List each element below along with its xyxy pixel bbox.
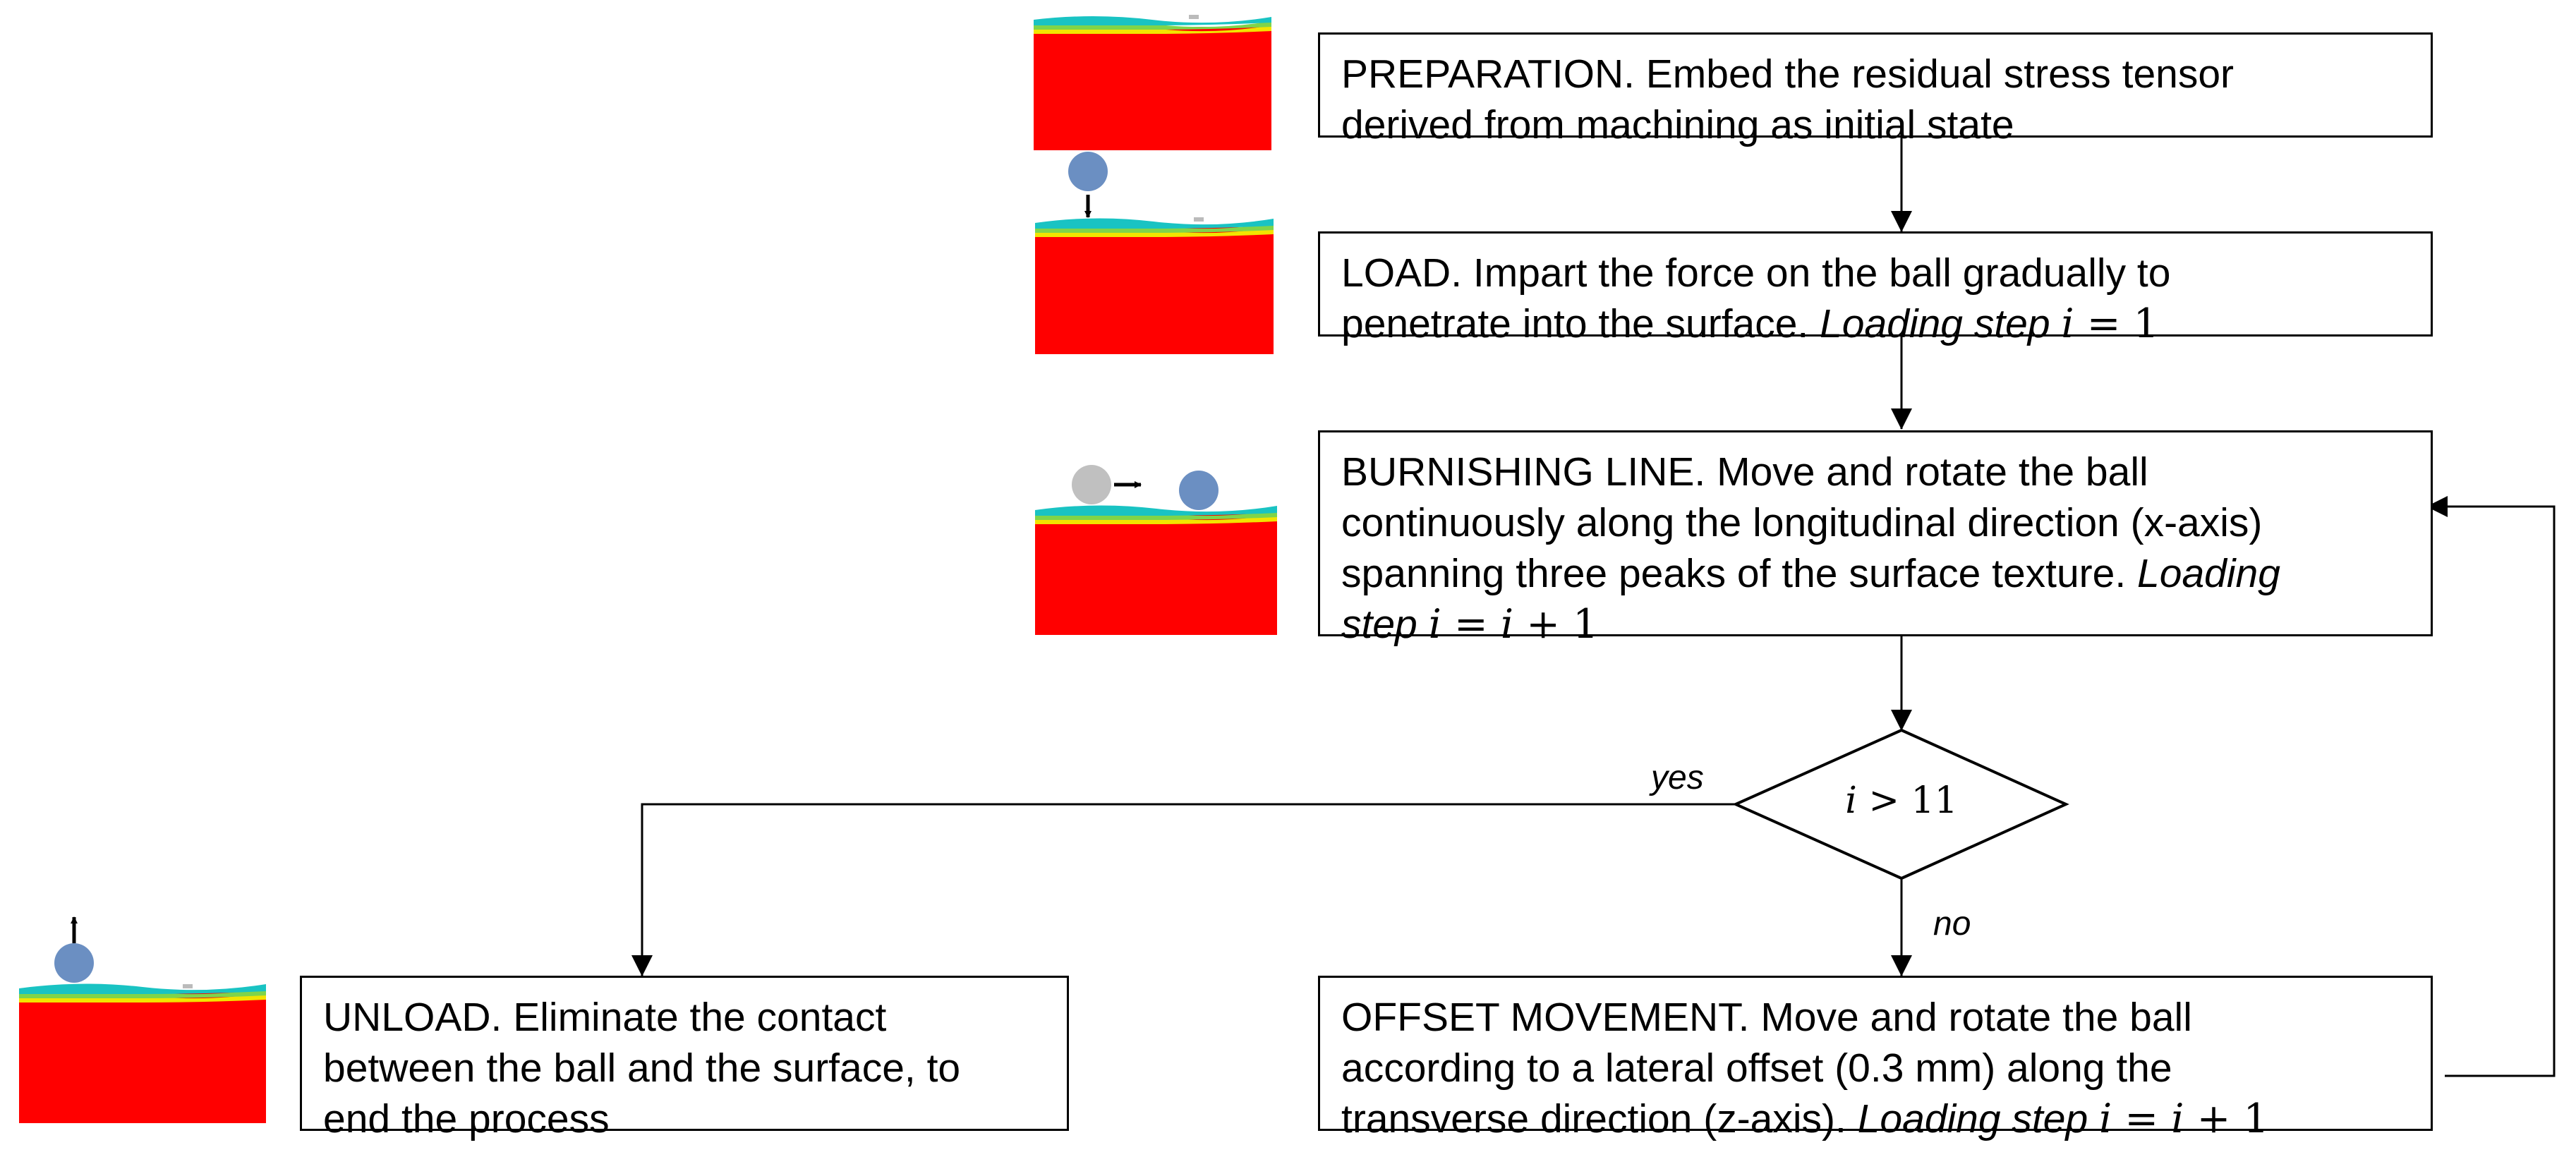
thumbnail-unload xyxy=(19,916,266,1123)
burnishing-emph-2: step xyxy=(1341,602,1417,647)
offset-emph: Loading step xyxy=(1857,1096,2088,1141)
load-math-var: i xyxy=(2061,301,2074,347)
offset-math-eq: = xyxy=(2124,1096,2159,1142)
ball-icon xyxy=(54,943,94,983)
unload-line-2: between the ball and the surface, to xyxy=(323,1046,961,1091)
offset-line-1: OFFSET MOVEMENT. Move and rotate the bal… xyxy=(1341,995,2192,1040)
offset-math: i = i + 1 xyxy=(2099,1096,2269,1142)
thumbnail-burnishing xyxy=(1035,465,1277,635)
unload-line-1: UNLOAD. Eliminate the contact xyxy=(323,995,887,1040)
load-box: LOAD. Impart the force on the ball gradu… xyxy=(1318,231,2433,347)
burnishing-math-var2: i xyxy=(1500,601,1514,648)
ball-previous-icon xyxy=(1072,465,1111,504)
offset-math-var: i xyxy=(2099,1096,2112,1142)
marker-tick xyxy=(1189,15,1199,19)
decision-condition: i > 11 xyxy=(1792,780,2011,829)
offset-math-one: 1 xyxy=(2243,1096,2269,1142)
burnishing-math: i = i + 1 xyxy=(1429,601,1599,648)
surface-layer-cyan xyxy=(1035,505,1277,516)
offset-math-plus: + xyxy=(2196,1096,2231,1142)
arrow-offset-loop xyxy=(2426,496,2556,1077)
burnishing-line-3: spanning three peaks of the surface text… xyxy=(1341,548,2409,599)
marker-tick xyxy=(183,984,193,988)
preparation-box: PREPARATION. Embed the residual stress t… xyxy=(1318,32,2433,147)
preparation-line-2: derived from machining as initial state xyxy=(1341,102,2014,147)
burnishing-math-eq: = xyxy=(1453,601,1488,648)
offset-math-var2: i xyxy=(2171,1096,2184,1142)
arrow-decision-yes xyxy=(631,803,1736,976)
unload-box: UNLOAD. Eliminate the contact between th… xyxy=(300,976,1069,1141)
load-emph: Loading step xyxy=(1820,301,2050,346)
decision-op: > xyxy=(1868,780,1900,822)
material-block xyxy=(1035,513,1277,635)
burnishing-line-1: BURNISHING LINE. Move and rotate the bal… xyxy=(1341,449,2148,495)
burnishing-line-2: continuously along the longitudinal dire… xyxy=(1341,500,2263,545)
burnishing-emph: Loading xyxy=(2137,551,2280,596)
burnishing-line-4: step i = i + 1 xyxy=(1341,599,2409,650)
burnishing-math-one: 1 xyxy=(1573,601,1599,648)
surface-layer-cyan xyxy=(19,983,266,994)
load-math-val: 1 xyxy=(2133,301,2159,347)
load-math-eq: = xyxy=(2086,301,2121,347)
offset-text: transverse direction (z-axis). xyxy=(1341,1096,1846,1141)
offset-line-2: according to a lateral offset (0.3 mm) a… xyxy=(1341,1046,2172,1091)
material-block xyxy=(1035,227,1274,354)
decision-value: 11 xyxy=(1911,780,1958,822)
thumbnail-preparation xyxy=(1034,15,1271,150)
ball-icon xyxy=(1179,471,1219,510)
load-text: penetrate into the surface. xyxy=(1341,301,1809,346)
surface-layer-cyan xyxy=(1034,16,1271,25)
offset-line-3: transverse direction (z-axis). Loading s… xyxy=(1341,1094,2409,1144)
material-block xyxy=(1034,27,1271,150)
load-line-2: penetrate into the surface. Loading step… xyxy=(1341,298,2409,349)
offset-box: OFFSET MOVEMENT. Move and rotate the bal… xyxy=(1318,976,2433,1142)
burnishing-math-var: i xyxy=(1428,601,1441,648)
yes-label: yes xyxy=(1651,759,1704,796)
ball-icon xyxy=(1068,152,1108,191)
burnishing-text: spanning three peaks of the surface text… xyxy=(1341,551,2127,596)
load-math: i = 1 xyxy=(2061,301,2159,347)
material-block xyxy=(19,991,266,1123)
surface-layer-cyan xyxy=(1035,218,1274,229)
decision-var: i xyxy=(1845,780,1857,822)
burnishing-box: BURNISHING LINE. Move and rotate the bal… xyxy=(1318,430,2433,648)
thumbnail-load xyxy=(1035,152,1274,354)
burnishing-math-plus: + xyxy=(1526,601,1560,648)
no-label: no xyxy=(1933,905,1971,943)
load-line-1: LOAD. Impart the force on the ball gradu… xyxy=(1341,250,2171,296)
unload-line-3: end the process xyxy=(323,1096,610,1141)
marker-tick xyxy=(1194,217,1204,222)
preparation-line-1: PREPARATION. Embed the residual stress t… xyxy=(1341,52,2235,97)
